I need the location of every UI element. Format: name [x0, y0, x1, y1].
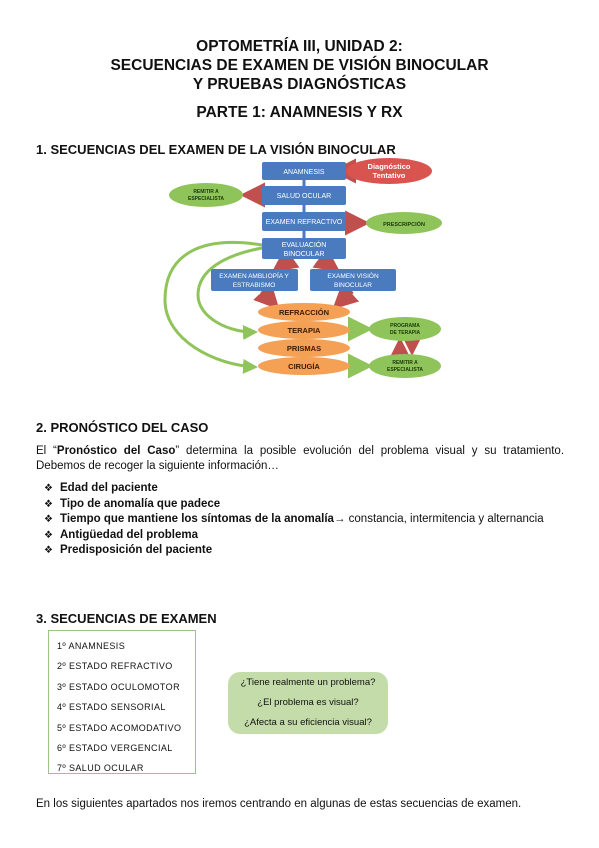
node-refraccion: REFRACCIÓN — [258, 303, 350, 321]
sequence-item: 5º ESTADO ACOMODATIVO — [57, 722, 182, 733]
svg-text:BINOCULAR: BINOCULAR — [334, 282, 372, 289]
feedback-curve-inner — [196, 246, 263, 340]
section-2-heading: 2. PRONÓSTICO DEL CASO — [36, 420, 209, 435]
svg-text:SALUD OCULAR: SALUD OCULAR — [277, 193, 331, 200]
svg-text:EXAMEN VISIÓN: EXAMEN VISIÓN — [327, 271, 379, 280]
node-prismas: PRISMAS — [258, 339, 350, 357]
node-anamnesis: ANAMNESIS — [262, 162, 346, 180]
arrow-to-ambliopia — [271, 247, 300, 272]
closing-paragraph: En los siguientes apartados nos iremos c… — [36, 798, 522, 810]
sequence-item: 4º ESTADO SENSORIAL — [57, 702, 166, 713]
node-terapia: TERAPIA — [258, 321, 350, 339]
list-item: ❖ Edad del paciente — [44, 481, 544, 497]
svg-text:EXAMEN AMBLIOPÍA Y: EXAMEN AMBLIOPÍA Y — [219, 271, 289, 280]
para-bold: Pronóstico del Caso — [56, 445, 176, 457]
diamond-bullet-icon: ❖ — [44, 529, 53, 541]
node-prescripcion: PRESCRIPCIÓN — [366, 212, 442, 234]
svg-text:PRESCRIPCIÓN: PRESCRIPCIÓN — [383, 220, 425, 228]
svg-text:DE TERAPIA: DE TERAPIA — [390, 330, 421, 336]
questions-callout: ¿Tiene realmente un problema? ¿El proble… — [228, 672, 388, 734]
bullet-bold: Antigüedad del problema — [60, 528, 199, 541]
question: ¿El problema es visual? — [257, 697, 359, 708]
exam-sequence-box: 1º ANAMNESIS 2º ESTADO REFRACTIVO 3º EST… — [48, 630, 196, 774]
svg-text:REMITIR A: REMITIR A — [193, 189, 219, 195]
svg-text:ESPECIALISTA: ESPECIALISTA — [188, 196, 224, 202]
list-item: ❖ Predisposición del paciente — [44, 543, 544, 559]
sequence-item: 6º ESTADO VERGENCIAL — [57, 742, 173, 753]
svg-text:ESPECIALISTA: ESPECIALISTA — [387, 367, 423, 373]
para-text: El “ — [36, 445, 57, 457]
node-evaluacion-binocular: EVALUACIÓN BINOCULAR — [262, 238, 346, 259]
section-1-heading: 1. SECUENCIAS DEL EXAMEN DE LA VISIÓN BI… — [36, 142, 396, 157]
svg-text:EVALUACIÓN: EVALUACIÓN — [282, 240, 327, 249]
diamond-bullet-icon: ❖ — [44, 483, 53, 494]
title-line: OPTOMETRÍA III, UNIDAD 2: — [196, 38, 403, 55]
node-cirugia: CIRUGÍA — [258, 357, 350, 375]
sequence-item: 7º SALUD OCULAR — [57, 763, 144, 774]
bullet-rest: → constancia, intermitencia y alternanci… — [333, 513, 544, 525]
question: ¿Tiene realmente un problema? — [240, 677, 376, 688]
arrow-ambliopia-refraccion — [253, 282, 280, 310]
feedback-curve-outer — [163, 240, 263, 374]
diamond-bullet-icon: ❖ — [44, 498, 53, 510]
bullet-bold: Predisposición del paciente — [60, 544, 213, 556]
pronostico-paragraph: El “Pronóstico del Caso” determina la po… — [36, 444, 564, 474]
para-text: ” determina la posible evolución del pro… — [36, 445, 565, 472]
svg-text:Tentativo: Tentativo — [373, 171, 406, 180]
svg-text:PROGRAMA: PROGRAMA — [390, 323, 420, 329]
diamond-bullet-icon: ❖ — [44, 545, 53, 556]
node-diagnostico-tentativo: Diagnóstico Tentativo — [346, 158, 432, 184]
list-item: ❖ Antigüedad del problema — [44, 528, 544, 544]
svg-text:CIRUGÍA: CIRUGÍA — [288, 362, 320, 371]
document-title: OPTOMETRÍA III, UNIDAD 2: SECUENCIAS DE … — [0, 37, 599, 94]
bullet-bold: Tipo de anomalía que padece — [60, 497, 221, 510]
node-remitir-especialista-1: REMITIR A ESPECIALISTA — [169, 183, 243, 207]
arrow-vision-refraccion — [332, 283, 360, 310]
list-item: ❖ Tipo de anomalía que padece — [44, 497, 544, 513]
arrow-to-vision — [312, 247, 341, 272]
svg-text:REFRACCIÓN: REFRACCIÓN — [279, 308, 329, 317]
pronostico-bullet-list: ❖ Edad del paciente ❖ Tipo de anomalía que… — [44, 481, 544, 559]
svg-text:TERAPIA: TERAPIA — [288, 326, 322, 335]
node-salud-ocular: SALUD OCULAR — [262, 186, 346, 205]
bullet-bold: Edad del paciente — [60, 482, 158, 494]
sequence-item: 3º ESTADO OCULOMOTOR — [57, 681, 180, 692]
svg-text:PRISMAS: PRISMAS — [287, 344, 321, 353]
diamond-bullet-icon: ❖ — [44, 514, 53, 525]
node-examen-ambliopia: EXAMEN AMBLIOPÍA Y ESTRABISMO — [211, 269, 298, 291]
sequence-item: 2º ESTADO REFRACTIVO — [57, 661, 173, 672]
node-examen-vision-binocular: EXAMEN VISIÓN BINOCULAR — [310, 269, 396, 291]
question: ¿Afecta a su eficiencia visual? — [244, 717, 372, 728]
list-item: ❖ Tiempo que mantiene los síntomas de la … — [44, 512, 544, 528]
title-line: SECUENCIAS DE EXAMEN DE VISIÓN BINOCULAR — [110, 57, 489, 74]
document-subtitle: PARTE 1: ANAMNESIS Y RX — [196, 104, 403, 121]
bullet-bold: Tiempo que mantiene los síntomas de la a… — [60, 513, 334, 525]
section-3-heading: 3. SECUENCIAS DE EXAMEN — [36, 611, 217, 626]
svg-text:ESTRABISMO: ESTRABISMO — [233, 282, 276, 289]
svg-text:BINOCULAR: BINOCULAR — [284, 251, 325, 258]
node-remitir-especialista-2: REMITIR A ESPECIALISTA — [369, 354, 441, 378]
title-line: Y PRUEBAS DIAGNÓSTICAS — [192, 76, 407, 93]
svg-text:EXAMEN REFRACTIVO: EXAMEN REFRACTIVO — [266, 219, 343, 226]
svg-text:REMITIR A: REMITIR A — [392, 360, 418, 366]
sequence-item: 1º ANAMNESIS — [57, 641, 126, 651]
svg-text:ANAMNESIS: ANAMNESIS — [283, 169, 325, 176]
node-examen-refractivo: EXAMEN REFRACTIVO — [262, 212, 346, 231]
node-programa-terapia: PROGRAMA DE TERAPIA — [369, 317, 441, 341]
svg-text:Diagnóstico: Diagnóstico — [368, 162, 411, 171]
